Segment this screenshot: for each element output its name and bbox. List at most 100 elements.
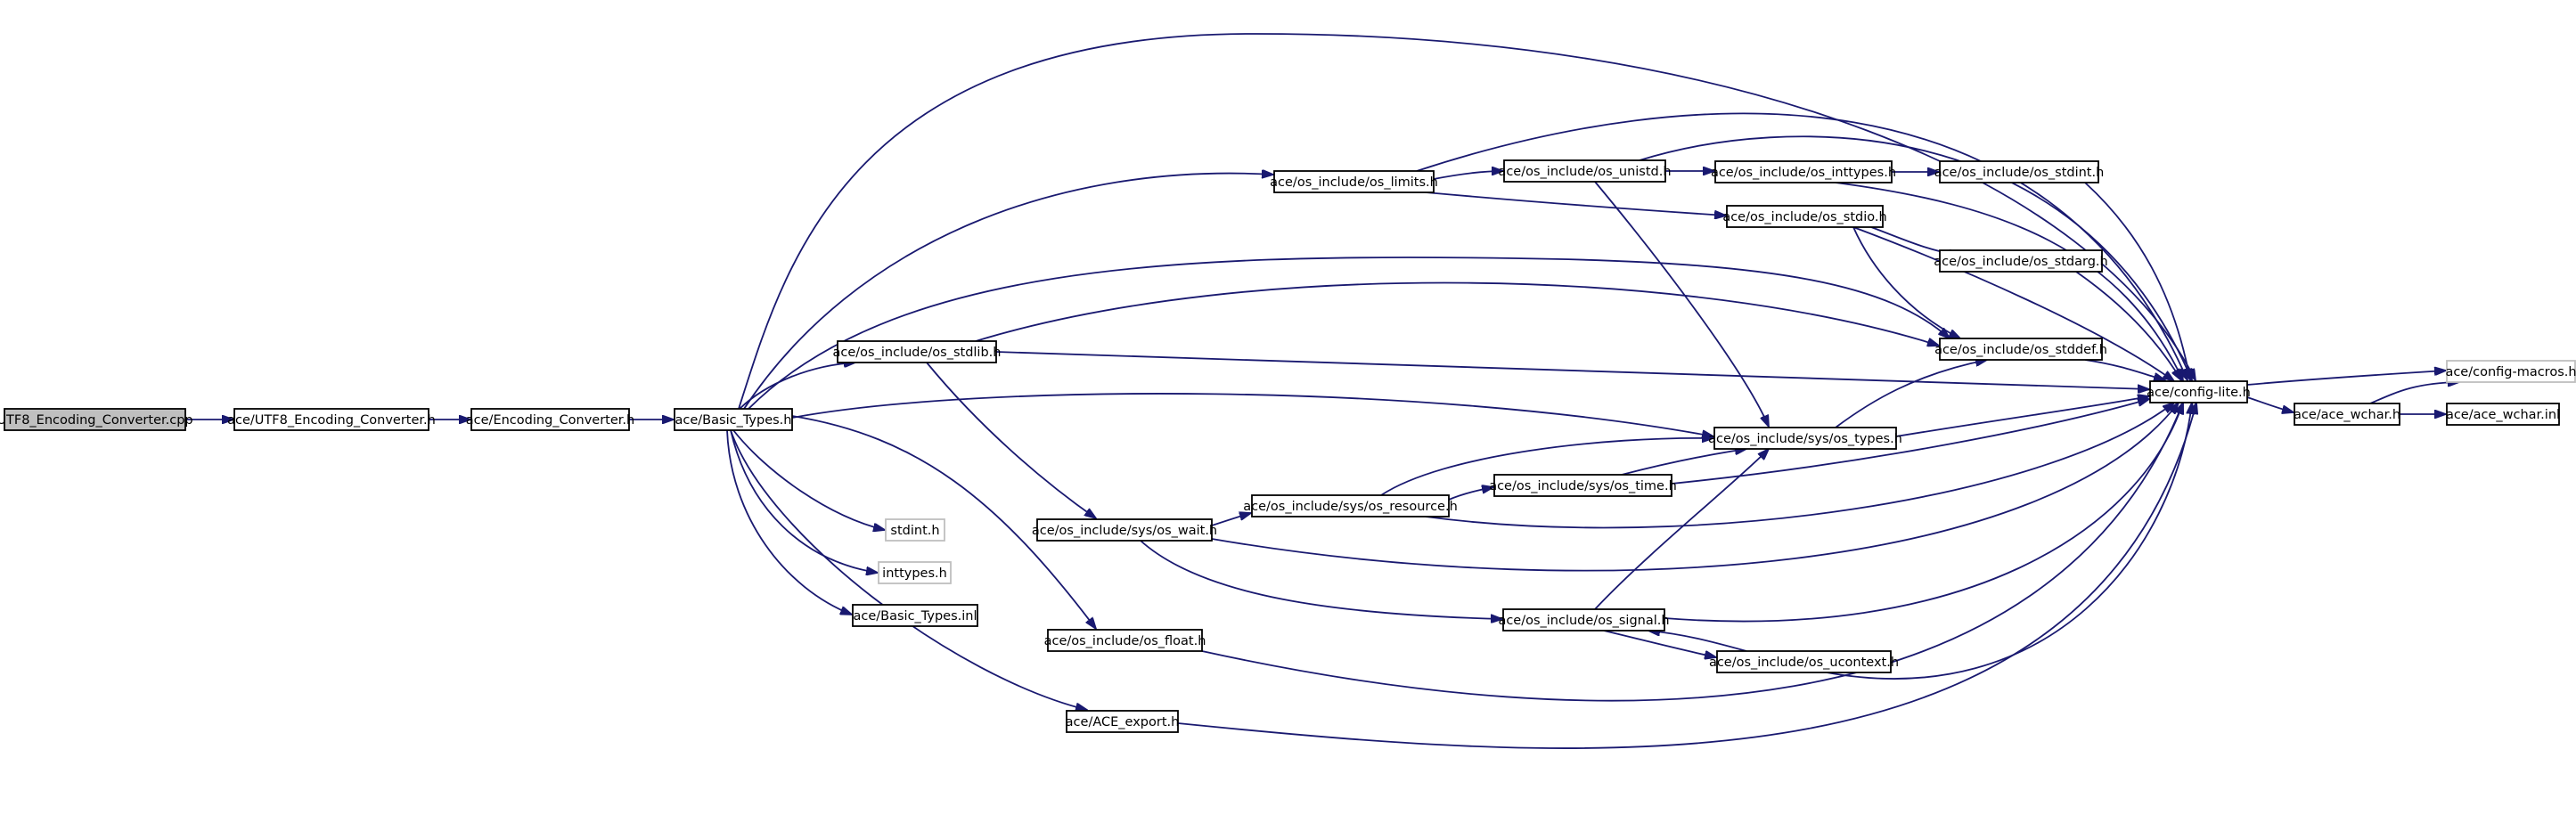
- node-box[interactable]: [2446, 403, 2560, 426]
- edge-sys_time-to-config: [1671, 399, 2149, 485]
- edge-inttypes-to-config: [1835, 182, 2183, 380]
- node-box[interactable]: [1726, 205, 1884, 228]
- node-box[interactable]: [1716, 650, 1892, 673]
- node-box[interactable]: [878, 561, 952, 584]
- node-label: ace/config-macros.h: [2445, 365, 2576, 379]
- edge-signal-to-ucontext: [1603, 630, 1716, 657]
- edge-sys_types-to-config: [1895, 396, 2149, 437]
- node-utf8h[interactable]: ace/UTF8_Encoding_Converter.h: [227, 408, 436, 431]
- node-export[interactable]: ace/ACE_export.h: [1066, 710, 1180, 733]
- node-label: ace/ace_wchar.h: [2294, 408, 2400, 422]
- edge-signal-to-config: [1664, 403, 2183, 623]
- edge-stdint-to-config: [2084, 182, 2190, 380]
- node-box[interactable]: [1251, 494, 1450, 517]
- node-label: ace/os_include/os_unistd.h: [1498, 165, 1671, 179]
- edge-unistd-to-config: [1639, 135, 2192, 380]
- node-box[interactable]: [837, 340, 997, 363]
- node-box[interactable]: [1066, 710, 1179, 733]
- edge-ucontext-to-signal: [1648, 631, 1747, 652]
- node-stdlib[interactable]: ace/os_include/os_stdlib.h: [833, 340, 1002, 363]
- node-bt-inl[interactable]: ace/Basic_Types.inl: [852, 604, 978, 627]
- node-label: ace/os_include/sys/os_time.h: [1489, 479, 1677, 493]
- node-box[interactable]: [2446, 360, 2576, 383]
- node-box[interactable]: [852, 604, 978, 627]
- node-label: ace/os_include/sys/os_types.h: [1708, 432, 1902, 446]
- node-box[interactable]: [1939, 249, 2103, 273]
- edge-bt-to-config: [738, 33, 2196, 410]
- node-root[interactable]: UTF8_Encoding_Converter.cpp: [0, 408, 193, 431]
- node-signal[interactable]: ace/os_include/os_signal.h: [1498, 608, 1670, 632]
- edge-stdarg-to-config: [2075, 271, 2181, 380]
- edge-config-to-wchar_h: [2246, 396, 2294, 412]
- node-box[interactable]: [1503, 159, 1666, 183]
- node-label: ace/ace_wchar.inl: [2446, 408, 2560, 422]
- node-label: ace/Encoding_Converter.h: [466, 413, 634, 428]
- node-float[interactable]: ace/os_include/os_float.h: [1044, 629, 1206, 652]
- edge-bt-to-float: [791, 415, 1096, 629]
- node-c-inttypes[interactable]: inttypes.h: [878, 561, 952, 584]
- node-stdint[interactable]: ace/os_include/os_stdint.h: [1934, 160, 2105, 183]
- node-stdio[interactable]: ace/os_include/os_stdio.h: [1722, 205, 1887, 228]
- node-box[interactable]: [2294, 403, 2400, 426]
- node-label: ace/os_include/os_stdio.h: [1722, 210, 1886, 224]
- edge-float-to-config: [1201, 403, 2183, 702]
- node-box[interactable]: [1939, 160, 2099, 183]
- node-box[interactable]: [1714, 160, 1893, 183]
- node-box[interactable]: [1502, 608, 1665, 632]
- node-config[interactable]: ace/config-lite.h: [2147, 380, 2251, 403]
- node-inttypes[interactable]: ace/os_include/os_inttypes.h: [1711, 160, 1896, 183]
- node-sys-types[interactable]: ace/os_include/sys/os_types.h: [1708, 427, 1902, 450]
- node-macros[interactable]: ace/config-macros.h: [2445, 360, 2576, 383]
- node-label: ace/UTF8_Encoding_Converter.h: [227, 413, 436, 428]
- node-label: stdint.h: [890, 524, 939, 538]
- edge-bt-to-sys_types: [791, 393, 1713, 436]
- node-label: ace/config-lite.h: [2147, 386, 2251, 400]
- node-box[interactable]: [2149, 380, 2248, 403]
- node-stdarg[interactable]: ace/os_include/os_stdarg.h: [1934, 249, 2108, 273]
- node-sys-time[interactable]: ace/os_include/sys/os_time.h: [1489, 474, 1677, 497]
- node-label: ace/Basic_Types.h: [675, 413, 792, 428]
- edge-export-to-config: [1177, 403, 2196, 749]
- node-wchar-h[interactable]: ace/ace_wchar.h: [2294, 403, 2400, 426]
- node-unistd[interactable]: ace/os_include/os_unistd.h: [1498, 159, 1672, 183]
- edge-stdlib-to-stddef: [975, 281, 1939, 346]
- node-sys-res[interactable]: ace/os_include/sys/os_resource.h: [1243, 494, 1458, 517]
- node-box[interactable]: [470, 408, 630, 431]
- edge-config-to-macros: [2246, 371, 2446, 386]
- edge-ucontext-to-config: [1826, 403, 2192, 680]
- node-c-stdint[interactable]: stdint.h: [885, 518, 945, 542]
- node-box[interactable]: [674, 408, 793, 431]
- node-label: ace/Basic_Types.inl: [853, 609, 977, 623]
- node-box[interactable]: [1939, 338, 2103, 361]
- node-box[interactable]: [1036, 518, 1213, 542]
- node-ench[interactable]: ace/Encoding_Converter.h: [466, 408, 634, 431]
- edge-sys_wait-to-config: [1211, 403, 2179, 572]
- node-label: ace/os_include/sys/os_resource.h: [1243, 500, 1458, 514]
- node-label: ace/ACE_export.h: [1066, 715, 1180, 729]
- edge-limits-to-stdio: [1425, 191, 1726, 216]
- node-bt[interactable]: ace/Basic_Types.h: [674, 408, 793, 431]
- edge-stdio-to-stddef: [1852, 226, 1960, 338]
- edge-sys_wait-to-signal: [1140, 540, 1502, 619]
- node-ucontext[interactable]: ace/os_include/os_ucontext.h: [1709, 650, 1899, 673]
- node-label: ace/os_include/sys/os_wait.h: [1032, 524, 1217, 538]
- node-limits[interactable]: ace/os_include/os_limits.h: [1270, 170, 1438, 193]
- edge-bt-to-c_inttypes: [730, 429, 878, 573]
- node-box[interactable]: [4, 408, 186, 431]
- node-label: ace/os_include/os_inttypes.h: [1711, 166, 1896, 180]
- node-box[interactable]: [233, 408, 429, 431]
- node-box[interactable]: [1713, 427, 1897, 450]
- node-box[interactable]: [1273, 170, 1435, 193]
- edge-sys_types-to-stddef: [1835, 360, 1987, 428]
- node-label: UTF8_Encoding_Converter.cpp: [0, 413, 193, 428]
- node-wchar-inl[interactable]: ace/ace_wchar.inl: [2446, 403, 2560, 426]
- node-box[interactable]: [1047, 629, 1203, 652]
- edge-sys_res-to-sys_types: [1380, 438, 1713, 496]
- node-stddef[interactable]: ace/os_include/os_stddef.h: [1934, 338, 2107, 361]
- node-box[interactable]: [1493, 474, 1672, 497]
- file-nodes: UTF8_Encoding_Converter.cpp ace/UTF8_Enco…: [0, 159, 2576, 733]
- edge-limits-to-config: [1416, 112, 2188, 380]
- node-sys-wait[interactable]: ace/os_include/sys/os_wait.h: [1032, 518, 1217, 542]
- node-box[interactable]: [885, 518, 945, 542]
